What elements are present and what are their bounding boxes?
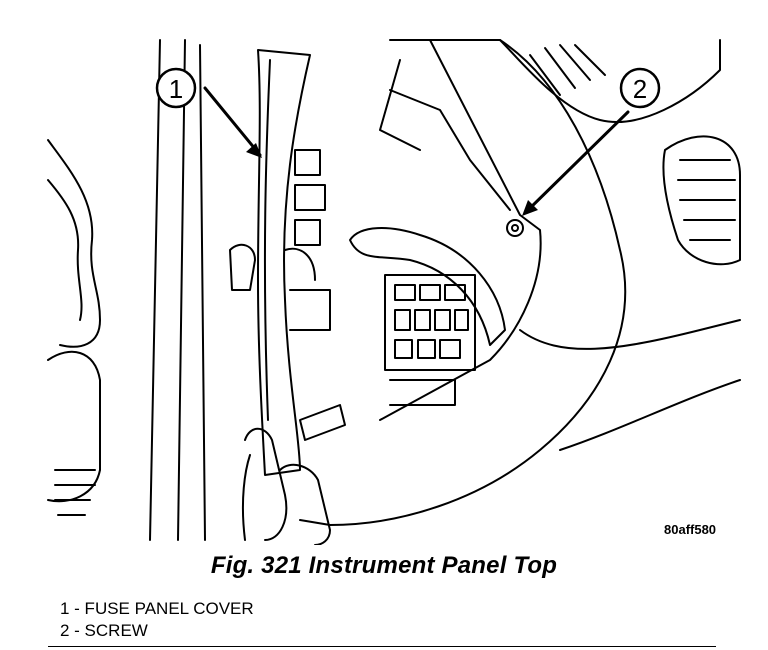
- bracket: [349, 227, 506, 346]
- dash-upper: [379, 39, 542, 421]
- left-trim: [47, 139, 101, 348]
- dash-outer: [299, 39, 627, 526]
- legend: 1 - FUSE PANEL COVER 2 - SCREW: [60, 598, 254, 642]
- screw: [506, 219, 524, 237]
- bellows: [47, 350, 101, 503]
- callout-2-leader: [523, 110, 630, 215]
- connectors: [294, 149, 326, 246]
- dash-shelf: [389, 89, 511, 211]
- figure-reference-id: 80aff580: [664, 522, 717, 537]
- callout-2-arrowhead: [522, 200, 538, 216]
- bottom-rule: [48, 646, 716, 647]
- door-pillar: [149, 39, 206, 541]
- callout-2-number: 2: [633, 74, 647, 104]
- hand: [244, 427, 331, 545]
- callout-1-circle: [155, 67, 197, 109]
- legend-item-1: 1 - FUSE PANEL COVER: [60, 599, 254, 618]
- callout-1-leader: [203, 86, 262, 157]
- fuse-panel-cover: [257, 49, 311, 476]
- legend-item-2: 2 - SCREW: [60, 621, 148, 640]
- instrument-panel-illustration: 1 2: [47, 39, 741, 545]
- figure-caption: Fig. 321 Instrument Panel Top: [210, 552, 558, 579]
- air-vent: [499, 39, 721, 123]
- left-trim-inner: [47, 179, 83, 321]
- fuse-block: [384, 274, 476, 371]
- callout-1-number: 1: [169, 74, 183, 104]
- callout-1-arrowhead: [246, 143, 262, 158]
- callout-2-circle: [619, 67, 661, 109]
- round-vent: [662, 135, 741, 266]
